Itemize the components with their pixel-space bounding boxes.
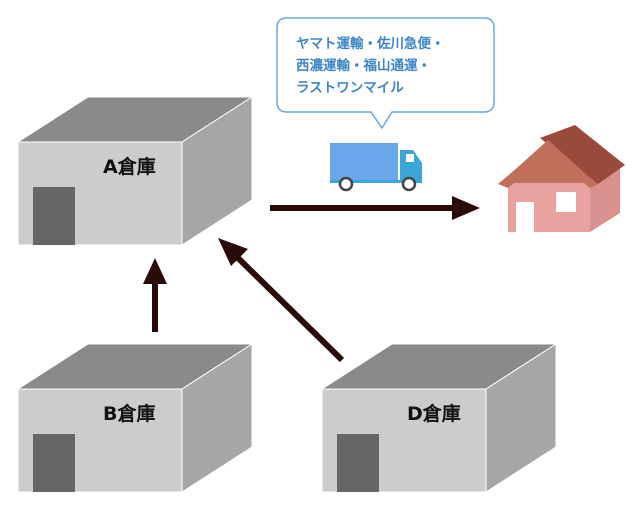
warehouse-b-door xyxy=(33,434,75,492)
warehouse-d: D倉庫 xyxy=(320,343,558,493)
warehouse-a-label: A倉庫 xyxy=(103,155,156,178)
bubble-line-1: ヤマト運輸・佐川急便・ xyxy=(296,35,445,52)
warehouse-d-label: D倉庫 xyxy=(407,402,461,425)
house-icon xyxy=(498,125,625,232)
warehouse-b: B倉庫 xyxy=(16,343,254,493)
bubble-line-3: ラストワンマイル xyxy=(296,80,404,96)
warehouse-d-door xyxy=(337,434,379,492)
warehouse-a-door xyxy=(33,187,75,245)
carrier-speech-bubble: ヤマト運輸・佐川急便・ 西濃運輸・福山通運・ ラストワンマイル xyxy=(276,17,495,130)
arrow-d-to-a xyxy=(218,238,345,363)
bubble-line-2: 西濃運輸・福山通運・ xyxy=(296,57,431,74)
warehouse-a: A倉庫 xyxy=(16,96,254,246)
arrow-a-to-house xyxy=(270,196,480,220)
truck-icon xyxy=(330,143,422,192)
warehouse-b-label: B倉庫 xyxy=(103,402,155,425)
arrow-b-to-a xyxy=(143,258,167,332)
